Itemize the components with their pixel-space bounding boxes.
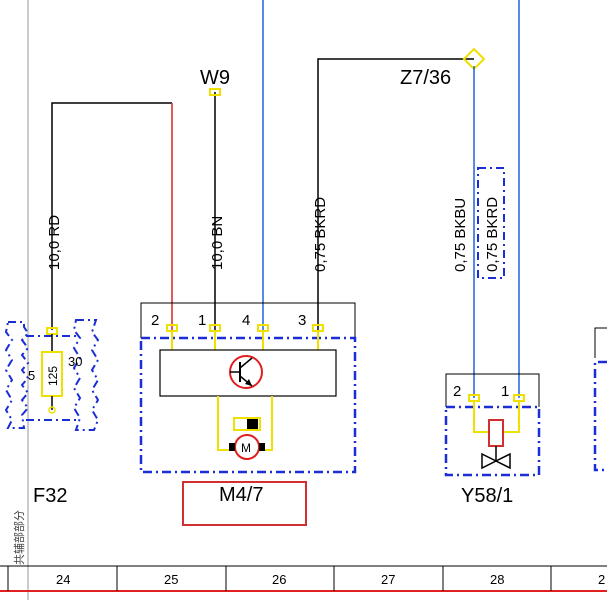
motor-housing (139, 336, 357, 474)
grid-26: 26 (272, 572, 286, 587)
wire-f32-feed (51, 102, 173, 330)
partial-housing (593, 360, 607, 472)
wire-label-w1: 10,0 RD (46, 215, 63, 270)
motor-pin-4-label: 4 (242, 312, 250, 329)
motor-label-box[interactable] (182, 481, 307, 526)
wire-label-w4: 0,75 BKBU (452, 198, 469, 272)
fuse-label: F32 (33, 485, 67, 507)
side-note: 共辅部部分 (12, 510, 26, 565)
fuse-terminal-bottom (48, 406, 56, 414)
motor-sensor (233, 417, 261, 431)
wire-z7 (317, 58, 474, 330)
fuse-housing-right (72, 319, 100, 431)
wire-label-w3: 0,75 BKRD (312, 197, 329, 272)
solenoid-icon (488, 419, 504, 447)
wire-label-box (477, 167, 505, 279)
fuse-pin-5: 5 (28, 368, 35, 383)
motor-connector-frame (140, 302, 356, 338)
w9-terminal (209, 88, 221, 96)
valve-connector-frame (445, 373, 540, 407)
wire-label-w2: 10,0 BN (209, 216, 226, 270)
motor-pin-2-label: 2 (151, 312, 159, 329)
fuse-value: 125 (46, 366, 60, 386)
fuse-pin-30: 30 (68, 354, 82, 369)
valve-pin-2-label: 2 (453, 383, 461, 400)
motor-pin-3-label: 3 (298, 312, 306, 329)
motor-label: M4/7 (219, 484, 263, 506)
fuse-housing-left (4, 321, 30, 429)
grid-ruler (0, 565, 607, 592)
grid-24: 24 (56, 572, 70, 587)
fuse-f32 (4, 319, 100, 431)
motor-pin-1-label: 1 (198, 312, 206, 329)
fuse-terminal-top (46, 327, 58, 335)
grid-25: 25 (164, 572, 178, 587)
valve-housing (444, 405, 541, 477)
motor-m47 (139, 302, 357, 474)
connector-w9-label: W9 (200, 67, 230, 89)
grid-27: 27 (381, 572, 395, 587)
valve-y581 (444, 373, 541, 477)
wire-label-w5: 0,75 BKRD (484, 197, 501, 272)
grid-28: 28 (490, 572, 504, 587)
grid-29: 2 (598, 572, 605, 587)
partial-frame (594, 327, 607, 358)
motor-control-unit (159, 349, 337, 397)
valve-pin-1-label: 1 (501, 383, 509, 400)
connector-z7-label: Z7/36 (400, 67, 451, 89)
valve-label: Y58/1 (461, 485, 513, 507)
motor-symbol: M (241, 441, 251, 455)
valve-icon (481, 452, 498, 470)
